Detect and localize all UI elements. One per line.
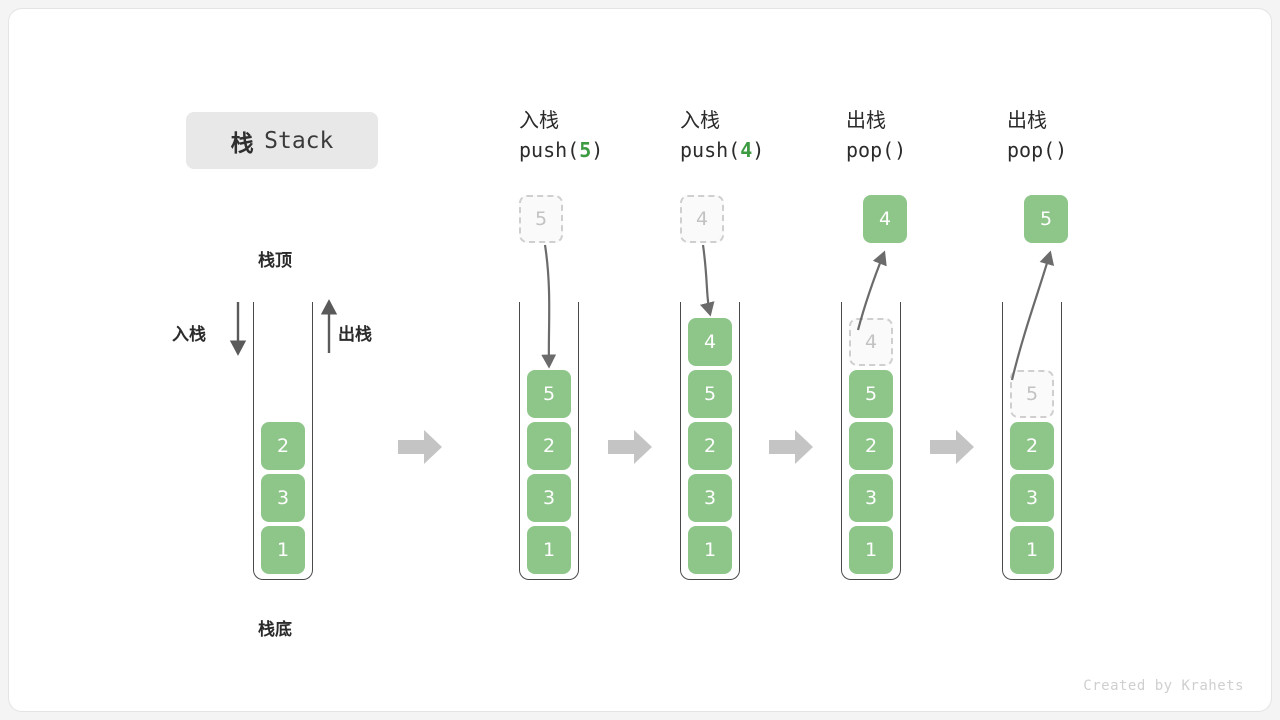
header-code-suffix: ) — [894, 138, 907, 162]
header-cn: 出栈 — [1007, 108, 1047, 132]
stack-cell: 2 — [688, 422, 732, 470]
header-code-prefix: pop( — [1007, 138, 1056, 162]
title-en: Stack — [264, 127, 334, 154]
column-header-pop4: 出栈 pop() — [846, 106, 1016, 166]
stack-cell-ghost: 4 — [849, 318, 893, 366]
header-code: pop() — [1007, 134, 1177, 166]
header-code: push(4) — [680, 134, 850, 166]
stack-container-push5 — [519, 302, 579, 580]
pop-label: 出栈 — [338, 325, 372, 345]
title-cn: 栈 — [230, 130, 255, 157]
stack-container-pop4 — [841, 302, 901, 580]
header-cn: 入栈 — [680, 108, 720, 132]
column-header-push4: 入栈 push(4) — [680, 106, 850, 166]
stack-container-push4 — [680, 302, 740, 580]
stack-cell: 3 — [849, 474, 893, 522]
stack-cell: 3 — [688, 474, 732, 522]
stack-cell: 3 — [261, 474, 305, 522]
stack-cell: 4 — [688, 318, 732, 366]
stack-cell: 5 — [527, 370, 571, 418]
step-arrow-icon — [769, 430, 813, 464]
column-header-pop5: 出栈 pop() — [1007, 106, 1177, 166]
header-code-arg: 4 — [740, 138, 753, 162]
header-code: pop() — [846, 134, 1016, 166]
diagram-title-chip: 栈 Stack — [186, 112, 378, 169]
stack-cell: 1 — [1010, 526, 1054, 574]
credit-text: Created by Krahets — [1083, 678, 1244, 694]
stack-cell: 2 — [849, 422, 893, 470]
step-arrow-icon — [930, 430, 974, 464]
stack-cell: 5 — [688, 370, 732, 418]
popped-value-box: 5 — [1024, 195, 1068, 243]
stack-container-pop5 — [1002, 302, 1062, 580]
header-code: push(5) — [519, 134, 689, 166]
column-header-push5: 入栈 push(5) — [519, 106, 689, 166]
header-code-suffix: ) — [1055, 138, 1068, 162]
header-code-prefix: push( — [680, 138, 741, 162]
header-cn: 出栈 — [846, 108, 886, 132]
header-code-suffix: ) — [591, 138, 604, 162]
stack-cell: 5 — [849, 370, 893, 418]
stack-top-label: 栈顶 — [258, 251, 292, 271]
stack-bottom-label: 栈底 — [258, 620, 292, 640]
step-arrow-icon — [398, 430, 442, 464]
stack-cell-ghost: 5 — [1010, 370, 1054, 418]
header-code-prefix: push( — [519, 138, 580, 162]
stack-container-initial — [253, 302, 313, 580]
stack-cell: 2 — [1010, 422, 1054, 470]
stack-cell: 3 — [527, 474, 571, 522]
header-code-prefix: pop( — [846, 138, 895, 162]
push-label: 入栈 — [172, 325, 206, 345]
header-code-arg: 5 — [579, 138, 592, 162]
incoming-value-box: 4 — [680, 195, 724, 243]
stack-cell: 2 — [527, 422, 571, 470]
incoming-value-box: 5 — [519, 195, 563, 243]
stack-cell: 1 — [261, 526, 305, 574]
header-cn: 入栈 — [519, 108, 559, 132]
stack-cell: 3 — [1010, 474, 1054, 522]
stack-cell: 1 — [849, 526, 893, 574]
step-arrow-icon — [608, 430, 652, 464]
stack-cell: 1 — [688, 526, 732, 574]
stack-cell: 1 — [527, 526, 571, 574]
stack-cell: 2 — [261, 422, 305, 470]
popped-value-box: 4 — [863, 195, 907, 243]
header-code-suffix: ) — [752, 138, 765, 162]
